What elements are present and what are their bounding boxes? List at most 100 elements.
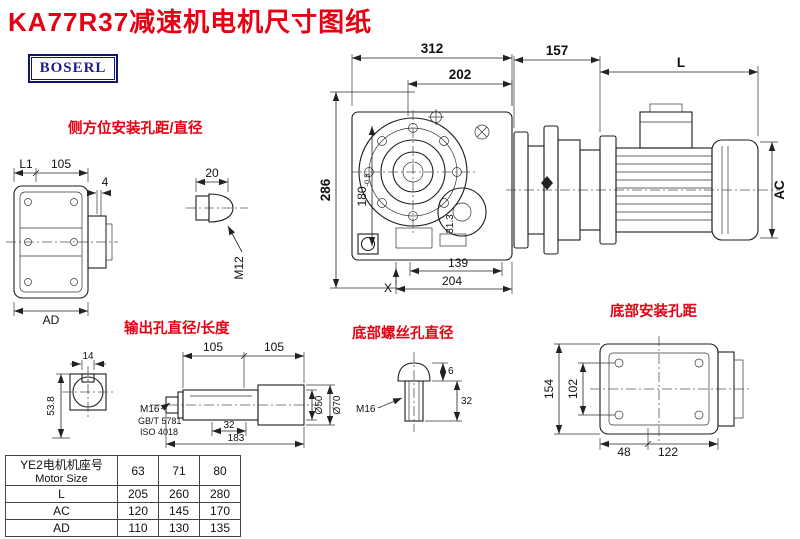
screw-shank: [404, 380, 424, 422]
dim-20-text: 20: [205, 166, 219, 180]
table-cell: 145: [158, 502, 200, 520]
dim-6: 6: [432, 362, 454, 382]
dim-105-side-text: 105: [51, 157, 71, 171]
dim-286-text: 286: [318, 178, 333, 201]
label-m16-output-text: M16: [140, 404, 160, 415]
dim-139: 139: [409, 256, 503, 276]
dim-53-8: 53.8: [46, 373, 70, 439]
label-iso-standard: ISO 4018: [140, 427, 178, 437]
table-row-label: L: [5, 485, 118, 503]
output-shaft-detail: 14 53.8 105 105: [46, 340, 343, 448]
left-side-view: [6, 185, 118, 299]
table-header-cn: YE2电机机座号: [20, 458, 103, 472]
table-row-l: L 205 260 280: [5, 485, 241, 503]
dim-204: 204: [395, 262, 513, 294]
dim-32-output: 32: [211, 420, 247, 436]
dim-183: 183: [165, 414, 305, 448]
table-size-63: 63: [117, 455, 159, 486]
dim-6-text: 6: [448, 366, 454, 377]
label-m16-output: M16 GB/T 5781 ISO 4018: [138, 402, 181, 437]
table-cell: 130: [158, 519, 200, 537]
dim-102: 102: [566, 362, 615, 416]
dim-x-marker: X: [384, 268, 400, 295]
bottom-mount-view: 154 102 48 122: [542, 336, 750, 459]
dim-32-bottom: 32: [425, 380, 473, 422]
dim-dia-70-text: Ø70: [332, 395, 343, 414]
label-m12: M12: [227, 225, 246, 280]
dim-183-text: 183: [228, 433, 245, 444]
table-cell: 135: [199, 519, 241, 537]
dim-180: 180-0.5: [355, 126, 376, 246]
dim-l-text: L: [677, 55, 685, 70]
dim-key-14: 14: [70, 351, 106, 370]
dim-105-105: 105 105: [182, 340, 305, 388]
diamond-mark: [541, 176, 553, 190]
label-m16-bottom: M16: [356, 397, 403, 415]
dim-x-text: X: [384, 281, 392, 295]
dim-154-text: 154: [542, 379, 556, 399]
corner-bolt: [474, 124, 490, 140]
dim-122-text: 122: [658, 445, 678, 459]
dim-105a-text: 105: [203, 340, 223, 354]
dim-32-output-text: 32: [223, 420, 235, 431]
dim-48-122: 48 122: [599, 428, 719, 459]
label-bottom-screw: 底部螺丝孔直径: [352, 324, 454, 342]
dim-dia-50-text: Ø50: [314, 395, 325, 414]
table-cell: 205: [117, 485, 159, 503]
table-cell: 280: [199, 485, 241, 503]
shaft-large-cylinder: [257, 384, 305, 426]
dim-286: 286: [318, 91, 415, 289]
page-title: KA77R37减速机电机尺寸图纸: [8, 7, 373, 37]
dim-4-text: 4: [102, 175, 109, 189]
boserl-logo: BOSERL: [28, 54, 118, 83]
label-gb-standard: GB/T 5781: [138, 416, 181, 426]
dim-ac-text: AC: [772, 180, 787, 200]
dim-202: 202: [407, 67, 513, 116]
dim-dia-70: Ø70: [306, 384, 343, 426]
motor-size-table: YE2电机机座号 Motor Size 63 71 80 L 205 260 2…: [5, 455, 241, 537]
dim-180-text: 180-0.5: [355, 174, 372, 207]
dim-flange-4: 4: [87, 175, 111, 216]
dim-157: 157: [513, 43, 601, 132]
drain-plug: [357, 233, 379, 255]
dim-204-text: 204: [442, 274, 462, 288]
dim-ad: AD: [13, 302, 89, 327]
table-row-ad: AD 110 130 135: [5, 519, 241, 537]
dim-312-text: 312: [421, 41, 444, 56]
dim-motor-ac: AC: [760, 141, 787, 239]
main-front-view: [351, 109, 513, 261]
dim-32-bottom-text: 32: [461, 396, 473, 407]
output-bore: [437, 187, 487, 237]
dim-48-text: 48: [617, 445, 631, 459]
dim-139-text: 139: [448, 256, 468, 270]
table-header-motor-size: YE2电机机座号 Motor Size: [5, 455, 118, 486]
terminal-box: [639, 111, 693, 149]
label-bottom-mount: 底部安装孔距: [610, 302, 697, 320]
dim-dia-50: Ø50: [306, 389, 325, 421]
dim-31-3-text: 31.3: [445, 214, 456, 234]
boserl-logo-text: BOSERL: [31, 57, 115, 80]
table-cell: 170: [199, 502, 241, 520]
dim-154: 154: [542, 343, 600, 435]
table-cell: 260: [158, 485, 200, 503]
motor-side-view: [506, 103, 780, 255]
table-row-label: AD: [5, 519, 118, 537]
screw-head: [397, 362, 431, 382]
bottom-screw-detail: M16 6 32: [356, 352, 473, 432]
table-size-80: 80: [199, 455, 241, 486]
dim-157-text: 157: [546, 43, 569, 58]
fan-cover: [711, 139, 759, 241]
label-output-hole: 输出孔直径/长度: [124, 319, 230, 337]
dim-ad-text: AD: [43, 313, 60, 327]
dim-105b-text: 105: [264, 340, 284, 354]
dim-l1-text: L1: [19, 157, 33, 171]
table-cell: 110: [117, 519, 159, 537]
table-size-71: 71: [158, 455, 200, 486]
dim-motor-length: L: [600, 55, 759, 136]
dim-202-text: 202: [449, 67, 472, 82]
label-m12-text: M12: [232, 256, 246, 280]
dim-102-text: 102: [566, 379, 580, 399]
dim-plug-20: 20: [195, 166, 229, 192]
